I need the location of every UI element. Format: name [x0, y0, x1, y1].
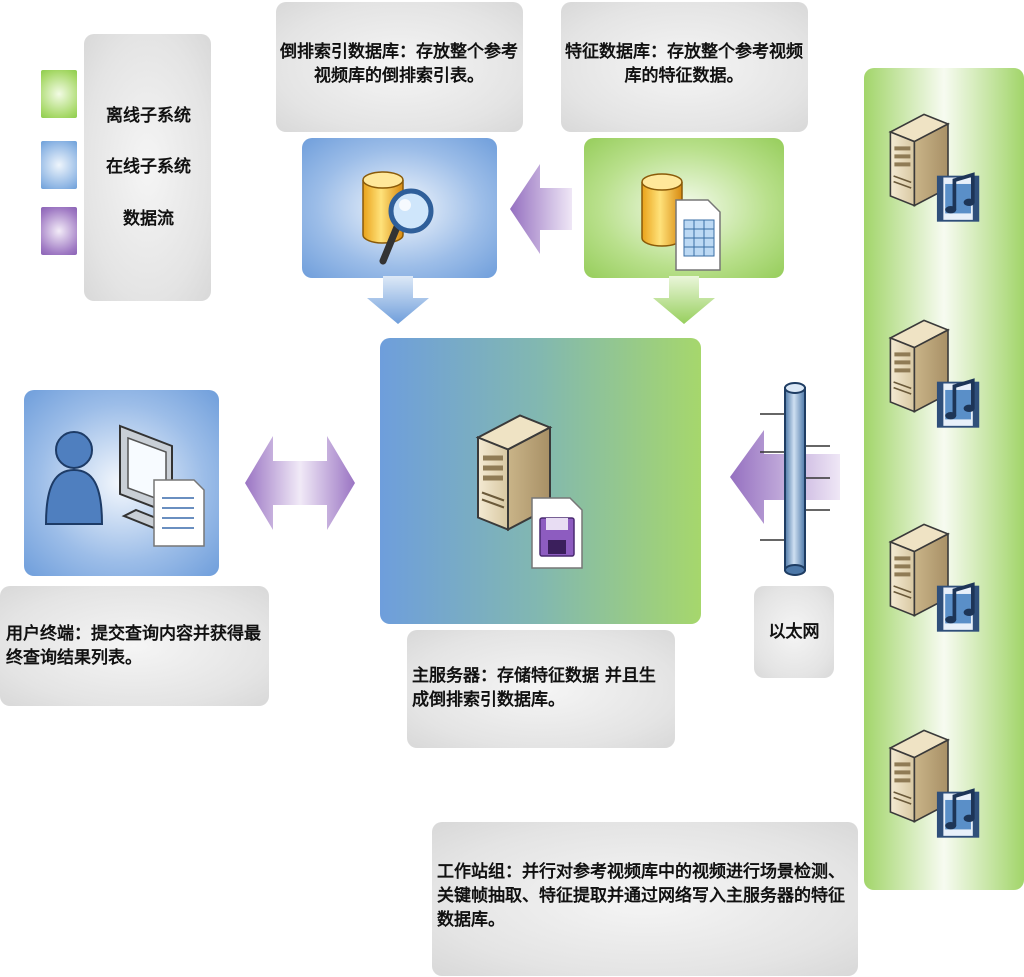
- user-terminal-caption: 用户终端：提交查询内容并获得最终查询结果列表。: [6, 624, 261, 668]
- server-media-icon: [889, 523, 984, 643]
- main-server-caption: 主服务器：存储特征数据 并且生成倒排索引数据库。: [412, 666, 656, 710]
- legend-swatch-online: [41, 141, 77, 189]
- workstation-caption-box: [432, 822, 858, 976]
- database-table-icon: [641, 173, 721, 271]
- server-media-icon: [889, 319, 984, 439]
- legend-label-online: 在线子系统: [106, 157, 191, 177]
- server-media-icon: [889, 729, 984, 849]
- arrow-left-purple-top: [510, 164, 572, 254]
- ethernet-bus-icon: [760, 382, 830, 576]
- legend-swatch-offline: [41, 70, 77, 118]
- server-media-icon: [889, 113, 984, 233]
- arrow-bidirectional-purple: [245, 436, 355, 530]
- feature-db-caption: 特征数据库：存放整个参考视频库的特征数据。: [565, 42, 803, 86]
- legend-panel: [84, 34, 211, 301]
- arrow-down-green: [653, 276, 715, 324]
- workstation-caption: 工作站组：并行对参考视频库中的视频进行场景检测、关键帧抽取、特征提取并通过网络写…: [437, 862, 845, 930]
- main-server-caption-box: [407, 630, 675, 748]
- legend-label-dataflow: 数据流: [123, 209, 174, 229]
- user-computer-icon: [44, 424, 205, 547]
- inverted-index-caption-box: [276, 2, 523, 132]
- arrow-down-blue: [367, 276, 429, 324]
- legend-swatch-dataflow: [41, 207, 77, 255]
- user-terminal-caption-box: [0, 586, 269, 706]
- inverted-index-caption: 倒排索引数据库：存放整个参考视频库的倒排索引表。: [280, 42, 518, 86]
- server-disk-icon: [476, 414, 583, 569]
- feature-db-caption-box: [561, 2, 808, 132]
- legend-label-offline: 离线子系统: [106, 106, 191, 126]
- ethernet-label: 以太网: [768, 622, 820, 642]
- database-search-icon: [362, 171, 434, 265]
- ethernet-caption-box: [754, 586, 834, 678]
